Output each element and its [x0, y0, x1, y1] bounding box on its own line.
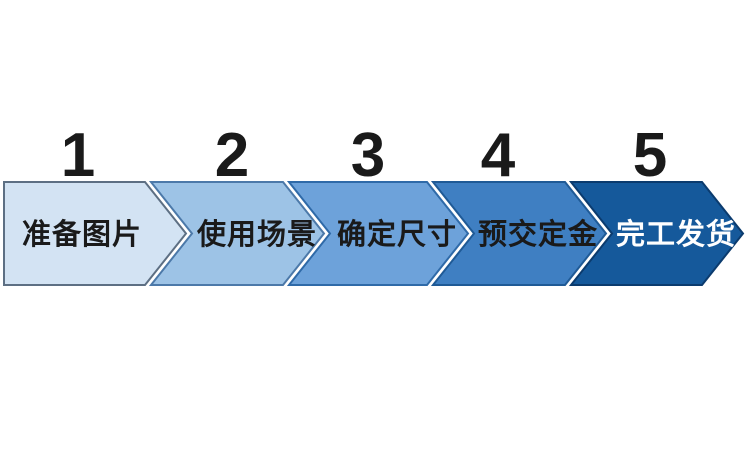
- step-label-2: 使用场景: [196, 218, 317, 251]
- step-label-5: 完工发货: [616, 217, 736, 251]
- step-chevron-4: [430, 181, 608, 286]
- step-chevron-2: [148, 181, 326, 286]
- step-chevron-5: [568, 181, 745, 286]
- step-chevron-1: [3, 181, 188, 286]
- step-label-4: 预交定金: [478, 217, 598, 251]
- step-number-5: 5: [633, 121, 667, 190]
- step-chevron-3: [286, 181, 470, 286]
- step-number-1: 1: [61, 121, 95, 190]
- step-label-3: 确定尺寸: [337, 217, 457, 251]
- step-number-3: 3: [351, 121, 385, 190]
- step-label-1: 准备图片: [22, 218, 142, 251]
- step-number-4: 4: [481, 121, 516, 190]
- step-number-2: 2: [215, 121, 249, 190]
